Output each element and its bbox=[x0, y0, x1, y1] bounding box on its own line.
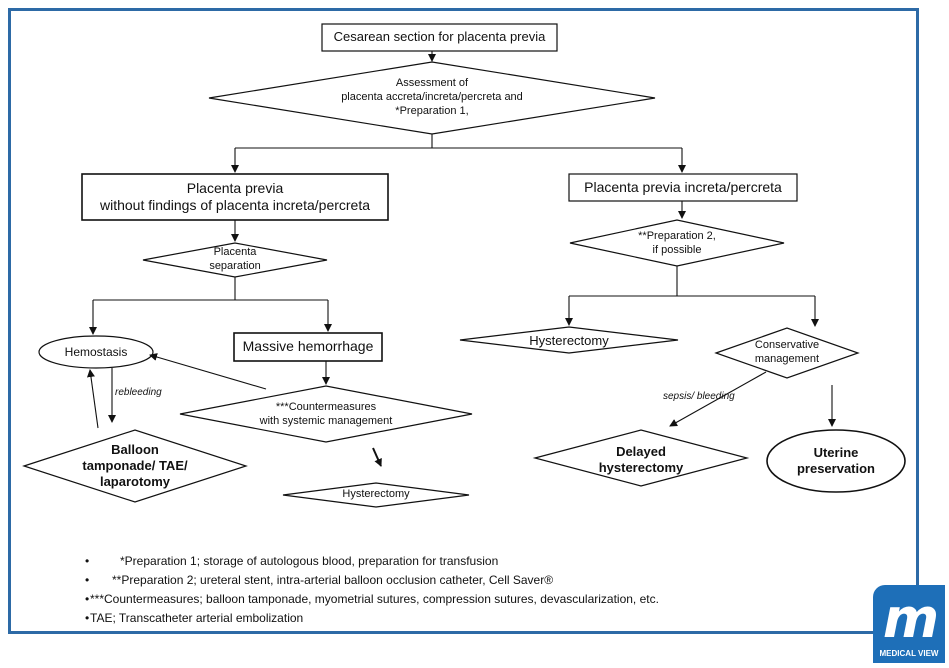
start-box bbox=[321, 23, 558, 52]
countermeasures-diamond bbox=[179, 385, 473, 443]
increta-percreta-label: Placenta previa increta/percreta bbox=[569, 174, 797, 201]
delayed-hysterectomy-diamond bbox=[532, 429, 750, 487]
start-box-label: Cesarean section for placenta previa bbox=[322, 24, 557, 51]
logo-brand-text: MEDICAL VIEW bbox=[879, 649, 939, 658]
footnote-bullet: • bbox=[85, 554, 90, 568]
hysterectomy-left-label: Hysterectomy bbox=[316, 486, 436, 504]
footnote-text: *Preparation 1; storage of autologous bl… bbox=[120, 554, 499, 568]
delayed-hysterectomy-label: Delayed hysterectomy bbox=[581, 443, 701, 477]
footnote-bullet: • bbox=[85, 573, 90, 587]
assessment-line-1: Assessment of bbox=[395, 77, 469, 90]
countermeasures-line-2: with systemic management bbox=[259, 415, 393, 427]
edge-countermeasures-hemostasis bbox=[149, 353, 267, 390]
placenta-separation-diamond bbox=[142, 242, 328, 278]
massive-hemorrhage-box bbox=[233, 332, 383, 362]
increta-percreta-text: Placenta previa increta/percreta bbox=[584, 178, 782, 195]
footnote-bullet: • bbox=[85, 611, 90, 625]
assessment-line-2: placenta accreta/increta/percreta and bbox=[341, 91, 523, 104]
sepsis-bleeding-text: sepsis/ bleeding bbox=[663, 390, 735, 402]
footnote-item: • *Preparation 1; storage of autologous b… bbox=[85, 552, 659, 571]
conservative-line-1: Conservative bbox=[754, 339, 820, 352]
sepsis-bleeding-label: sepsis/ bleeding bbox=[663, 390, 753, 404]
assessment-diamond bbox=[208, 61, 656, 135]
preparation-2-diamond bbox=[569, 219, 785, 267]
footnote-item: •***Countermeasures; balloon tamponade, … bbox=[85, 590, 659, 609]
countermeasures-label: ***Countermeasures with systemic managem… bbox=[236, 399, 416, 431]
rebleeding-label: rebleeding bbox=[115, 386, 175, 400]
placenta-separation-line-1: Placenta bbox=[213, 246, 257, 259]
massive-hemorrhage-label: Massive hemorrhage bbox=[234, 333, 382, 361]
hysterectomy-left-text: Hysterectomy bbox=[342, 488, 410, 501]
footnote-text: TAE; Transcatheter arterial embolization bbox=[90, 611, 304, 625]
conservative-diamond bbox=[714, 327, 860, 379]
placenta-separation-line-2: separation bbox=[209, 260, 261, 272]
placenta-separation-label: Placenta separation bbox=[175, 244, 295, 276]
without-findings-line-2: without findings of placenta increta/per… bbox=[99, 197, 371, 213]
diagram-frame bbox=[8, 8, 919, 634]
balloon-line-3: laparotomy bbox=[99, 474, 171, 490]
edge-balloon-hemostasis bbox=[86, 369, 99, 429]
medical-view-logo: m MEDICAL VIEW bbox=[873, 585, 945, 663]
uterine-preservation-line-1: Uterine bbox=[813, 444, 859, 460]
uterine-preservation-line-2: preservation bbox=[796, 461, 876, 476]
conservative-line-2: management bbox=[754, 353, 820, 365]
conservative-label: Conservative management bbox=[737, 336, 837, 370]
massive-hemorrhage-text: Massive hemorrhage bbox=[242, 338, 374, 355]
footnote-bullet: • bbox=[85, 592, 90, 606]
hemostasis-text: Hemostasis bbox=[64, 344, 128, 359]
footnote-text: ***Countermeasures; balloon tamponade, m… bbox=[90, 592, 659, 606]
assessment-line-3: *Preparation 1, bbox=[395, 104, 469, 117]
balloon-diamond bbox=[22, 429, 248, 503]
footnotes: • *Preparation 1; storage of autologous b… bbox=[85, 552, 659, 628]
rebleeding-text: rebleeding bbox=[115, 386, 162, 398]
delayed-hysterectomy-line-2: hysterectomy bbox=[598, 460, 684, 475]
hysterectomy-right-text: Hysterectomy bbox=[529, 332, 609, 348]
preparation-2-label: **Preparation 2, if possible bbox=[612, 228, 742, 260]
hysterectomy-right-diamond bbox=[459, 326, 679, 354]
edge-conservative-delayed bbox=[669, 371, 767, 427]
uterine-preservation-label: Uterine preservation bbox=[776, 444, 896, 478]
hemostasis-ellipse bbox=[38, 335, 154, 369]
hemostasis-label: Hemostasis bbox=[39, 338, 153, 366]
hysterectomy-left-diamond bbox=[282, 482, 470, 508]
preparation-2-line-1: **Preparation 2, bbox=[638, 230, 716, 243]
assessment-label: Assessment of placenta accreta/increta/p… bbox=[300, 67, 564, 129]
balloon-line-1: Balloon bbox=[111, 441, 159, 457]
countermeasures-line-1: ***Countermeasures bbox=[275, 401, 377, 414]
preparation-2-line-2: if possible bbox=[652, 244, 702, 256]
logo-mark: m bbox=[882, 587, 939, 650]
without-findings-label: Placenta previa without findings of plac… bbox=[82, 174, 388, 220]
balloon-line-2: tamponade/ TAE/ bbox=[82, 457, 188, 473]
edge-countermeasures-hysterectomy bbox=[372, 447, 382, 467]
increta-percreta-box bbox=[568, 173, 798, 202]
footnote-item: •TAE; Transcatheter arterial embolizatio… bbox=[85, 609, 659, 628]
start-text: Cesarean section for placenta previa bbox=[333, 29, 546, 45]
uterine-preservation-ellipse bbox=[766, 429, 906, 493]
delayed-hysterectomy-line-1: Delayed bbox=[616, 443, 666, 459]
balloon-label: Balloon tamponade/ TAE/ laparotomy bbox=[75, 440, 195, 492]
footnote-item: • **Preparation 2; ureteral stent, intra-… bbox=[85, 571, 659, 590]
hysterectomy-right-label: Hysterectomy bbox=[500, 330, 638, 352]
without-findings-line-1: Placenta previa bbox=[186, 179, 284, 196]
footnote-text: **Preparation 2; ureteral stent, intra-a… bbox=[112, 573, 554, 587]
